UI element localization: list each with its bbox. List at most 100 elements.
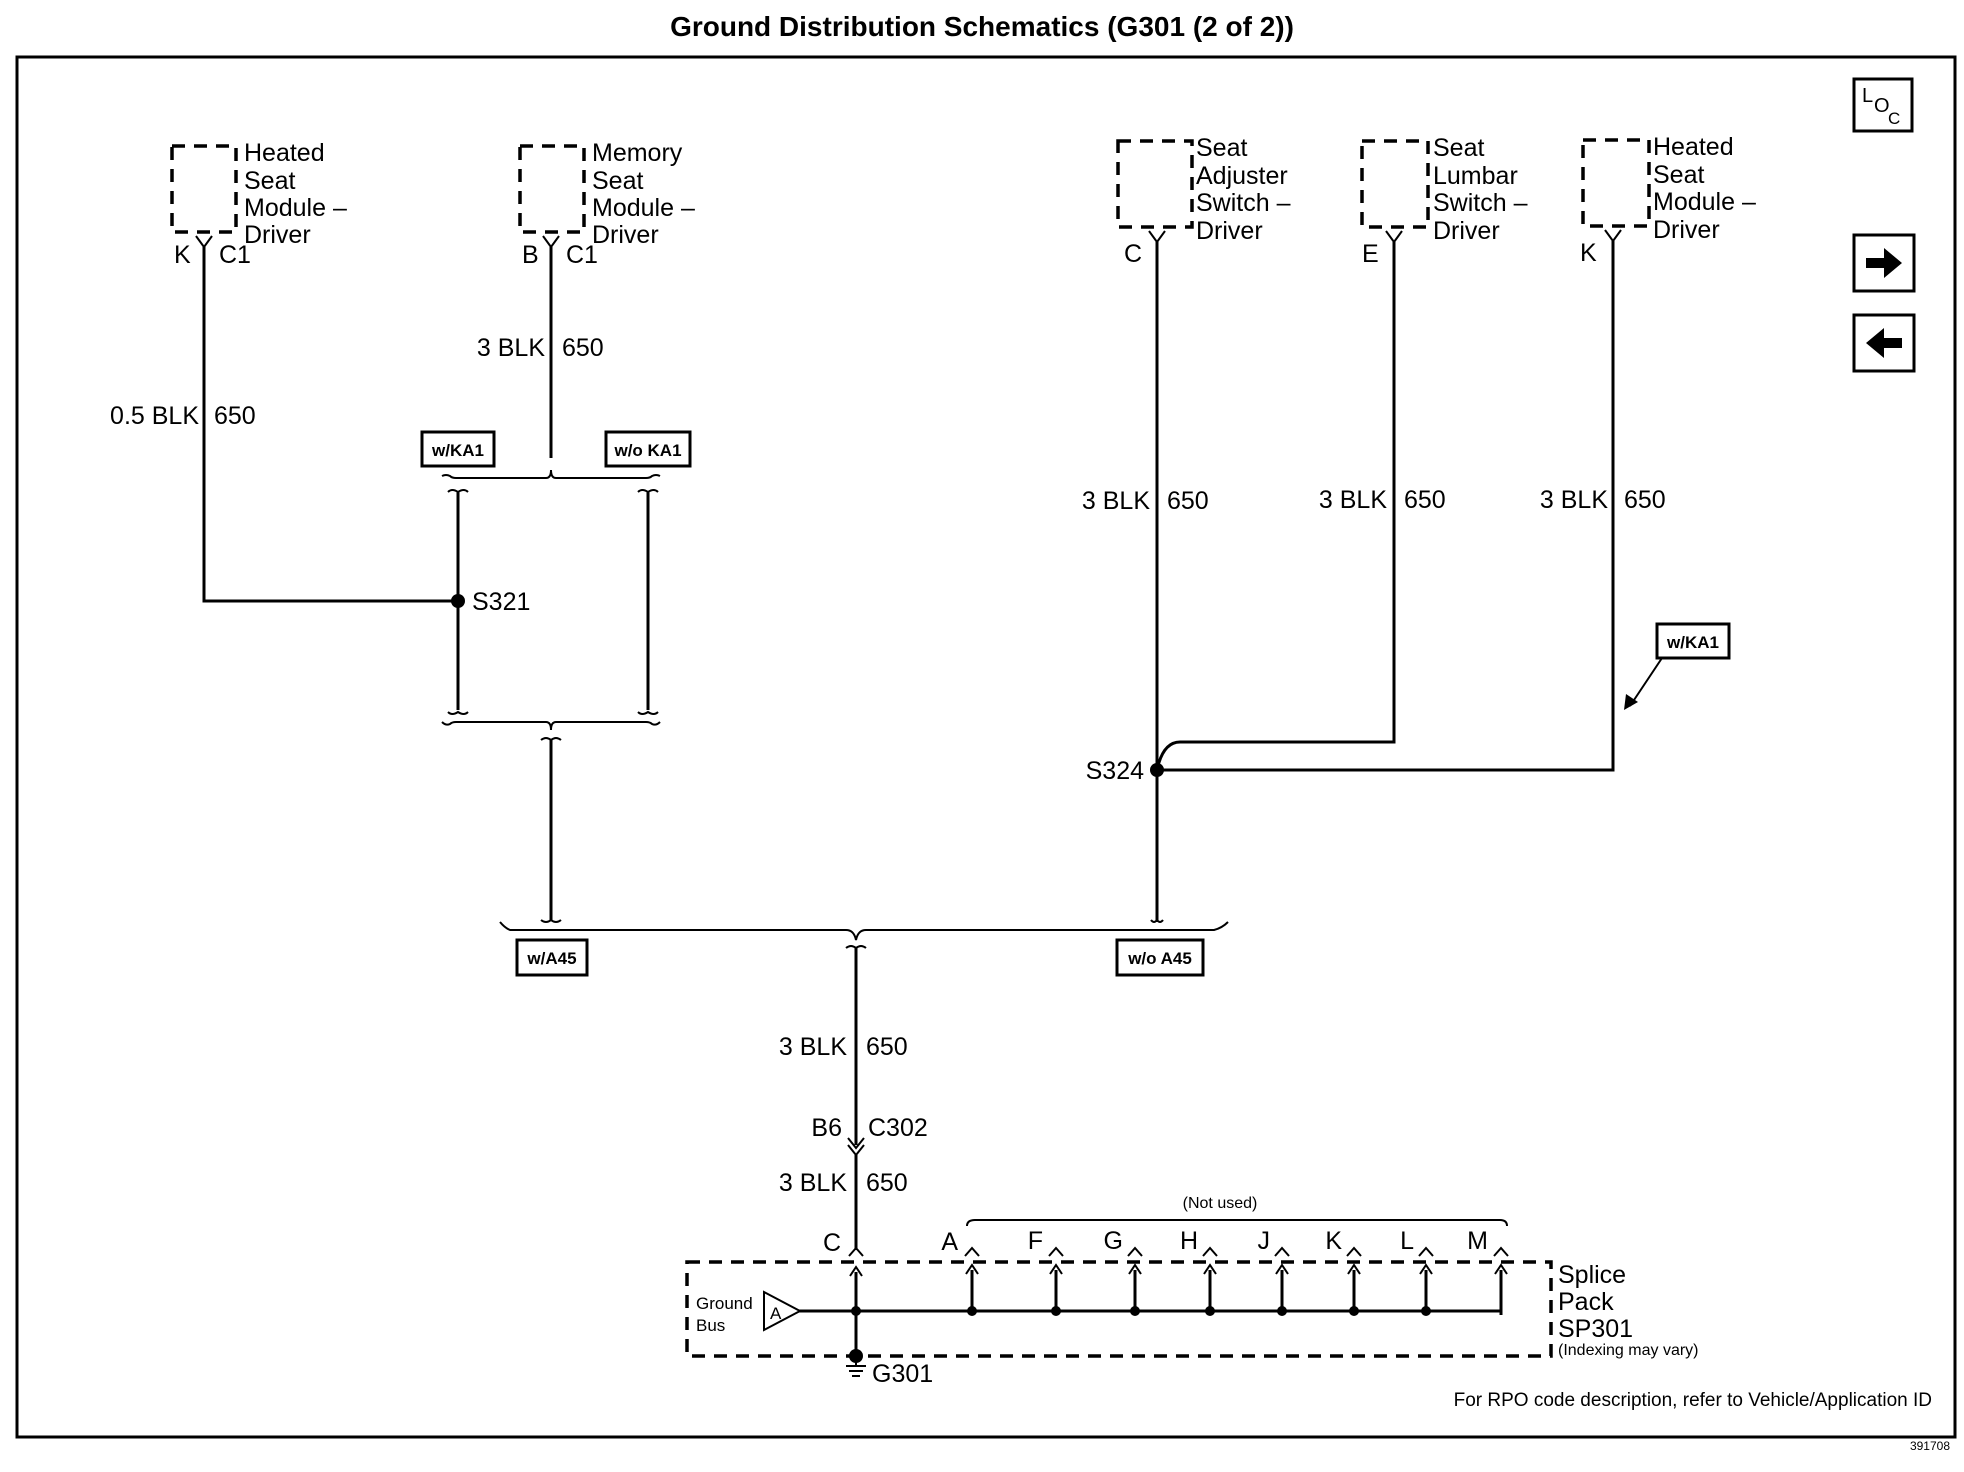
arrow-right-icon[interactable]: [1852, 233, 1916, 293]
wire-gauge-label: 3 BLK: [1082, 487, 1150, 515]
component-label-line: Lumbar: [1433, 162, 1518, 190]
pin-label: F: [1028, 1227, 1043, 1255]
ground-bus-symbol: A: [763, 1290, 803, 1332]
splice-label: S324: [1086, 757, 1144, 785]
footer-note: For RPO code description, refer to Vehic…: [1454, 1390, 1932, 1411]
pin-label: K: [1325, 1227, 1342, 1255]
svg-text:L: L: [1862, 85, 1873, 107]
svg-text:w/KA1: w/KA1: [431, 441, 484, 460]
page-title: Ground Distribution Schematics (G301 (2 …: [670, 11, 1294, 42]
component-label-line: Driver: [244, 221, 311, 249]
option-label-w-ka1: w/KA1: [420, 430, 496, 468]
wire-circuit-label: 650: [214, 402, 256, 430]
location-icon[interactable]: L O C: [1852, 77, 1914, 133]
component-label-line: Seat: [1433, 134, 1484, 162]
connector-label: C1: [566, 241, 598, 269]
pin-label: L: [1400, 1227, 1414, 1255]
option-label-w-ka1-right: w/KA1: [1624, 622, 1731, 710]
pin-label: H: [1180, 1227, 1198, 1255]
component-label-line: Seat: [1653, 161, 1704, 189]
option-label-w-a45: w/A45: [515, 938, 589, 977]
wire-gauge-label: 3 BLK: [1319, 486, 1387, 514]
pin-label: M: [1467, 1227, 1488, 1255]
pin-label: K: [1580, 239, 1597, 267]
pin-label: E: [1362, 240, 1379, 268]
seat-lumbar-switch: Seat Lumbar Switch – Driver E: [1360, 134, 1534, 268]
component-label-line: Seat: [1196, 134, 1247, 162]
svg-text:Seat Adjuster Swit: Seat Adjuster Switch – Driver: [1196, 134, 1297, 245]
component-label-line: Module –: [592, 194, 695, 222]
ground-icon: [846, 1356, 866, 1377]
option-label-wo-a45: w/o A45: [1115, 938, 1205, 977]
splice-s321: [451, 594, 465, 608]
svg-text:Seat Lumbar Switch: Seat Lumbar Switch – Driver: [1433, 134, 1534, 245]
seat-adjuster-switch: Seat Adjuster Switch – Driver C: [1116, 134, 1297, 268]
component-label-line: Heated: [1653, 133, 1734, 161]
svg-text:O: O: [1874, 95, 1890, 117]
component-label-line: Switch –: [1196, 189, 1291, 217]
svg-text:w/KA1: w/KA1: [1666, 633, 1719, 652]
diagram-border: [15, 55, 1957, 1439]
wire-circuit-label: 650: [1167, 487, 1209, 515]
pin-label: C: [1124, 240, 1142, 268]
heated-seat-module-left: Heated Seat Module – Driver K C1: [170, 139, 354, 269]
wire-circuit-650: [1157, 241, 1615, 772]
component-label-line: Driver: [1196, 217, 1263, 245]
wire-circuit-label: 650: [866, 1169, 908, 1197]
wire-gauge-label: 0.5 BLK: [110, 402, 199, 430]
component-label-line: Driver: [592, 221, 659, 249]
svg-text:Heated Seat Module: Heated Seat Module – Driver: [244, 139, 354, 249]
pin-label: C: [823, 1229, 841, 1257]
svg-text:Heated Seat Module: Heated Seat Module – Driver: [1653, 133, 1763, 244]
component-label-line: Module –: [244, 194, 347, 222]
svg-text:A: A: [770, 1304, 782, 1323]
pin-label: A: [941, 1228, 958, 1256]
option-brace: [499, 921, 1229, 941]
svg-text:B6: B6: [811, 1114, 842, 1142]
ground-label: G301: [872, 1360, 933, 1388]
pin-label: J: [1258, 1227, 1271, 1255]
option-label-wo-ka1: w/o KA1: [604, 430, 692, 468]
memory-seat-module: Memory Seat Module – Driver B C1: [518, 139, 702, 269]
svg-text:C: C: [1888, 109, 1900, 128]
option-brace: [441, 721, 661, 731]
pin-label: G: [1104, 1227, 1123, 1255]
splice-pack-sp301: [685, 1260, 1553, 1358]
splice-pack-label: Splice Pack SP301: [1558, 1261, 1633, 1343]
splice-s324: [1150, 763, 1164, 777]
wire-circuit-label: 650: [1624, 486, 1666, 514]
component-label-line: Module –: [1653, 188, 1756, 216]
svg-text:w/o A45: w/o A45: [1127, 949, 1192, 968]
connector-c302: B6 C302: [811, 1114, 928, 1157]
component-label-line: Heated: [244, 139, 325, 167]
wire-circuit-650: [202, 247, 458, 603]
wire-circuit-label: 650: [1404, 486, 1446, 514]
splice-label: S321: [472, 588, 530, 616]
wire-circuit-label: 650: [562, 334, 604, 362]
svg-text:w/o KA1: w/o KA1: [613, 441, 681, 460]
not-used-brace: [966, 1219, 1508, 1227]
connector-label: C1: [219, 241, 251, 269]
component-label-line: Driver: [1433, 217, 1500, 245]
ground-bus-label: Ground: [696, 1294, 753, 1313]
component-label-line: Seat: [244, 167, 295, 195]
pin-label: K: [174, 241, 191, 269]
component-label-line: Switch –: [1433, 189, 1528, 217]
wire-circuit-label: 650: [866, 1033, 908, 1061]
heated-seat-module-right: Heated Seat Module – Driver K: [1580, 133, 1763, 267]
arrow-left-icon[interactable]: [1852, 313, 1916, 373]
not-used-label: (Not used): [1183, 1195, 1258, 1212]
wire-gauge-label: 3 BLK: [477, 334, 545, 362]
component-label-line: Seat: [592, 167, 643, 195]
wire-gauge-label: 3 BLK: [779, 1033, 847, 1061]
component-label-line: Memory: [592, 139, 683, 167]
wire-gauge-label: 3 BLK: [1540, 486, 1608, 514]
svg-text:Memory Seat Module: Memory Seat Module – Driver: [592, 139, 702, 249]
option-brace: [441, 469, 661, 479]
ground-bus-label: Bus: [696, 1316, 725, 1335]
component-label-line: Adjuster: [1196, 162, 1288, 190]
doc-number: 391708: [1910, 1439, 1950, 1453]
svg-text:w/A45: w/A45: [526, 949, 576, 968]
component-label-line: Driver: [1653, 216, 1720, 244]
svg-text:C302: C302: [868, 1114, 928, 1142]
